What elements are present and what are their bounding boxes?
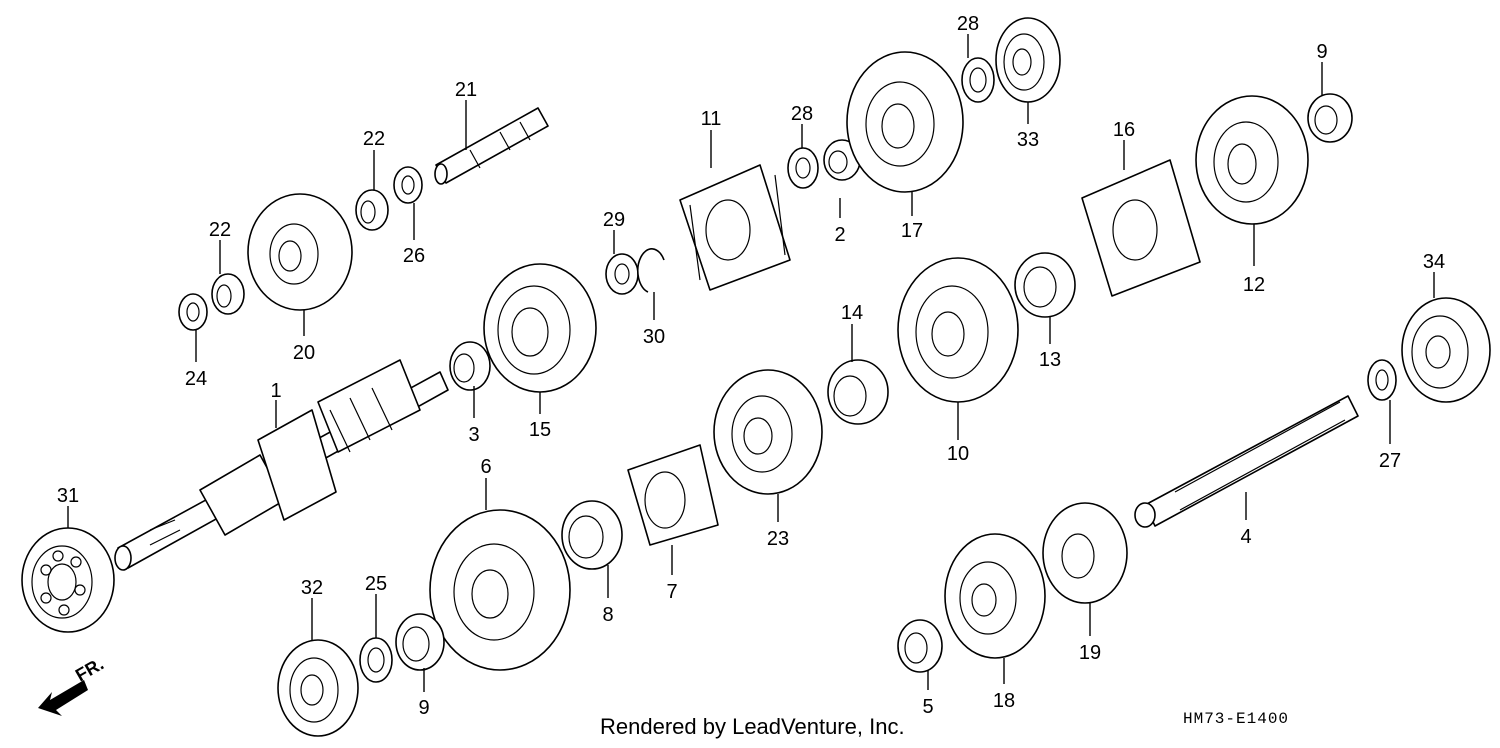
part-bushing-14 [827,359,889,425]
part-gear-15 [483,263,597,393]
part-gear-23 [713,369,823,495]
callout-18: 18 [993,690,1015,712]
callout-1: 1 [270,380,281,402]
callout-13: 13 [1039,349,1061,371]
callout-8: 8 [602,604,613,626]
callout-23: 23 [767,528,789,550]
part-countershaft-4 [1134,395,1359,528]
callout-12: 12 [1243,274,1265,296]
part-mainshaft-1 [114,359,449,571]
callout-31: 31 [57,485,79,507]
callout-10: 10 [947,443,969,465]
callout-17: 17 [901,220,923,242]
callout-24: 24 [185,368,207,390]
callout-32: 32 [301,577,323,599]
callout-16: 16 [1113,119,1135,141]
callout-26: 26 [403,245,425,267]
part-washer-28-upper [961,57,995,103]
part-gear-16 [1081,159,1201,297]
part-gear-11 [679,164,791,291]
callout-labels: 1 2 3 4 5 6 7 8 9 9 10 11 12 13 14 15 16… [57,13,1445,719]
part-washer-24 [178,293,208,331]
part-circlip-30 [637,248,665,293]
callout-3: 3 [468,424,479,446]
callout-27: 27 [1379,450,1401,472]
part-gear-18 [944,533,1046,659]
part-washer-27 [1367,359,1397,401]
part-gear-7 [627,444,719,546]
part-bearing-34 [1401,297,1491,403]
part-bearing-9-upper [1307,93,1353,143]
callout-2: 2 [834,224,845,246]
callout-9-lower: 9 [418,697,429,719]
part-needle-bearing-8 [561,500,623,570]
callout-9-upper: 9 [1316,41,1327,63]
leader-lines [67,34,1435,692]
callout-34: 34 [1423,251,1445,273]
callout-19: 19 [1079,642,1101,664]
part-needle-bearing-13 [1014,252,1076,318]
callout-11: 11 [701,108,722,130]
diagram-code: HM73-E1400 [1183,710,1290,728]
render-credit: Rendered by LeadVenture, Inc. [600,714,905,739]
callout-6: 6 [480,456,491,478]
callout-20: 20 [293,342,315,364]
part-bearing-31 [21,527,115,633]
callout-28-lower: 28 [791,103,813,125]
part-collar-22-lower [211,273,245,315]
callout-5: 5 [922,696,933,718]
callout-14: 14 [841,302,863,324]
part-bearing-33 [995,17,1061,103]
front-direction-arrow-icon: FR. [38,654,107,716]
part-gear-19 [1042,502,1128,604]
part-washer-29 [605,253,639,295]
part-gear-20 [247,193,353,311]
callout-22-upper: 22 [363,128,385,150]
callout-21: 21 [455,79,477,101]
part-shaft-21 [434,107,549,185]
part-bushing-5 [897,619,943,673]
callout-4: 4 [1240,526,1251,548]
part-collar-22-upper [355,189,389,231]
part-washer-25 [359,637,393,683]
callout-22-lower: 22 [209,219,231,241]
part-gear-10 [897,257,1019,403]
part-gear-17 [846,51,964,193]
part-bearing-32 [277,639,359,737]
direction-label: FR. [72,654,107,686]
part-gear-6 [429,509,571,671]
part-bushing-3 [449,341,491,391]
part-washer-26 [393,166,423,204]
callout-28-upper: 28 [957,13,979,35]
part-bearing-9-lower [395,613,445,671]
callout-7: 7 [666,581,677,603]
callout-15: 15 [529,419,551,441]
callout-33: 33 [1017,129,1039,151]
part-gear-12 [1195,95,1309,225]
callout-29: 29 [603,209,625,231]
part-washer-28-lower [787,147,819,189]
callout-30: 30 [643,326,665,348]
callout-25: 25 [365,573,387,595]
